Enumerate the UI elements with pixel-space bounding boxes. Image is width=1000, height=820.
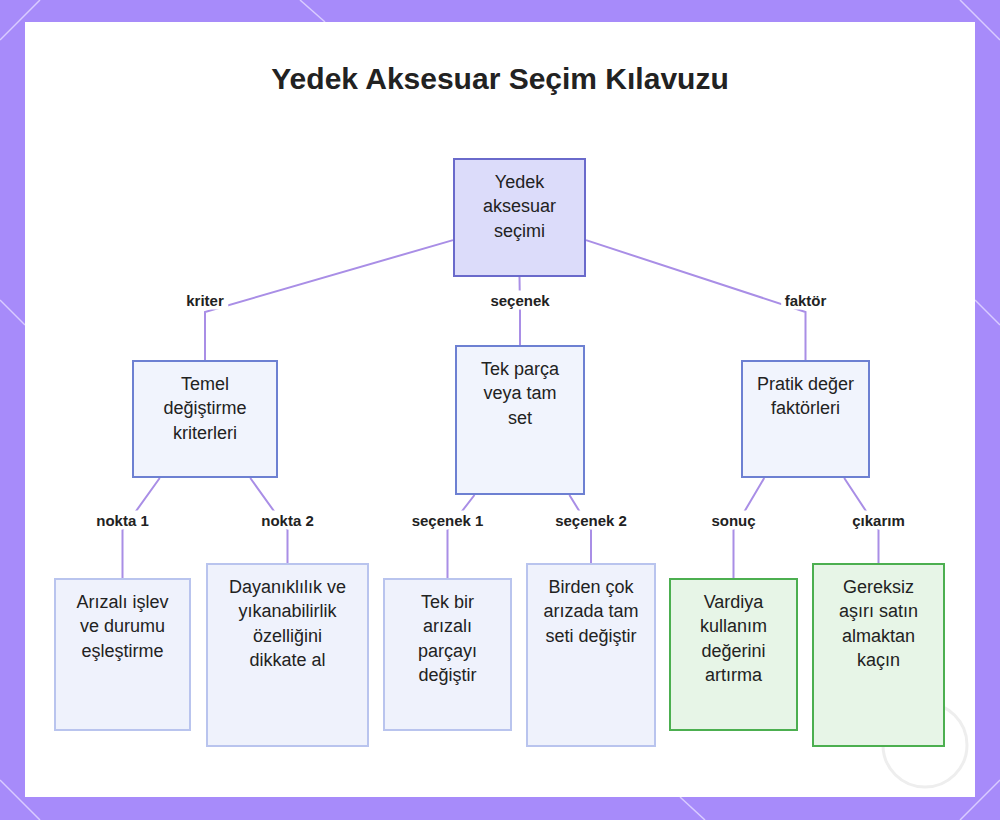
edge-label: sonuç: [707, 511, 759, 530]
root-box: Yedek aksesuar seçimi: [453, 158, 586, 277]
detail-box: Arızalı işlev ve durumu eşleştirme: [54, 578, 191, 731]
node-text: Pratik değer faktörleri: [756, 372, 856, 421]
detail-box: Birden çok arızada tam seti değiştir: [526, 563, 656, 747]
category-box: Pratik değer faktörleri: [741, 360, 870, 478]
node-text: Vardiya kullanım değerini artırma: [681, 590, 786, 688]
edge-label: çıkarım: [848, 511, 909, 530]
outcome-box: Vardiya kullanım değerini artırma: [669, 578, 798, 731]
detail-box: Tek bir arızalı parçayı değiştir: [383, 578, 512, 731]
edge-label: seçenek 1: [408, 511, 488, 530]
edge-label: seçenek 2: [551, 511, 631, 530]
category-box: Tek parça veya tam set: [455, 345, 585, 495]
node-text: Yedek aksesuar seçimi: [470, 170, 570, 243]
inner-panel: [25, 22, 975, 797]
connector-line: [448, 495, 475, 578]
outcome-box: Gereksiz aşırı satın almaktan kaçın: [812, 563, 945, 747]
edge-label: faktör: [781, 291, 831, 310]
node-text: Gereksiz aşırı satın almaktan kaçın: [826, 575, 931, 673]
node-text: Arızalı işlev ve durumu eşleştirme: [70, 590, 175, 663]
node-text: Tek parça veya tam set: [470, 357, 570, 430]
node-text: Dayanıklılık ve yıkanabilirlik özelliğin…: [225, 575, 350, 673]
node-text: Birden çok arızada tam seti değiştir: [541, 575, 641, 648]
edge-label: nokta 2: [257, 511, 318, 530]
connector-line: [586, 240, 806, 360]
node-text: Temel değiştirme kriterleri: [148, 372, 263, 445]
category-box: Temel değiştirme kriterleri: [132, 360, 278, 478]
connector-line: [205, 240, 453, 360]
diagram-title: Yedek Aksesuar Seçim Kılavuzu: [0, 62, 1000, 96]
edge-label: kriter: [182, 291, 228, 310]
edge-label: nokta 1: [92, 511, 153, 530]
detail-box: Dayanıklılık ve yıkanabilirlik özelliğin…: [206, 563, 369, 747]
edge-label: seçenek: [486, 291, 553, 310]
node-text: Tek bir arızalı parçayı değiştir: [398, 590, 498, 688]
connector-line: [519, 277, 522, 345]
